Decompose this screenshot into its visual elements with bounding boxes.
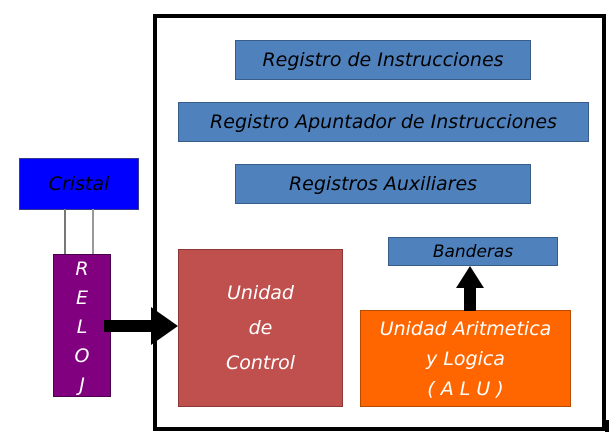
crystal-wire-left xyxy=(64,209,66,255)
auxiliary-registers-label: Registros Auxiliares xyxy=(288,173,478,195)
clock-arrow-head xyxy=(151,307,178,345)
alu-arrow-head xyxy=(456,266,484,288)
alu-label-line: ( A L U ) xyxy=(427,377,504,400)
control-unit-label-line: Control xyxy=(225,351,296,374)
instruction-pointer-block: Registro Apuntador de Instrucciones xyxy=(178,102,589,142)
control-unit-label-line: de xyxy=(248,316,273,339)
clock-letter: O xyxy=(74,345,90,367)
crystal-wire-right xyxy=(92,209,94,255)
clock-letter: J xyxy=(79,374,85,396)
clock-letter: E xyxy=(75,287,88,309)
instruction-register-block: Registro de Instrucciones xyxy=(235,40,531,80)
flags-label: Banderas xyxy=(432,241,514,262)
clock-block: R E L O J xyxy=(53,254,111,397)
control-unit-label-line: Unidad xyxy=(227,281,294,304)
instruction-pointer-label: Registro Apuntador de Instrucciones xyxy=(210,111,557,133)
clock-letter: L xyxy=(76,316,88,338)
crystal-block: Cristal xyxy=(19,158,139,210)
flags-block: Banderas xyxy=(388,237,558,266)
control-unit-block: Unidad de Control xyxy=(178,249,343,407)
instruction-register-label: Registro de Instrucciones xyxy=(262,49,504,71)
crystal-label: Cristal xyxy=(48,173,110,195)
auxiliary-registers-block: Registros Auxiliares xyxy=(235,164,531,204)
corner-mark xyxy=(605,420,609,432)
alu-label-line: y Logica xyxy=(426,347,505,370)
alu-arrow-shaft xyxy=(464,286,476,311)
clock-to-control-arrow xyxy=(104,307,178,345)
alu-label-line: Unidad Aritmetica xyxy=(379,317,552,340)
clock-arrow-shaft xyxy=(104,320,156,332)
alu-to-flags-arrow xyxy=(456,266,484,311)
clock-letter: R xyxy=(75,258,89,280)
